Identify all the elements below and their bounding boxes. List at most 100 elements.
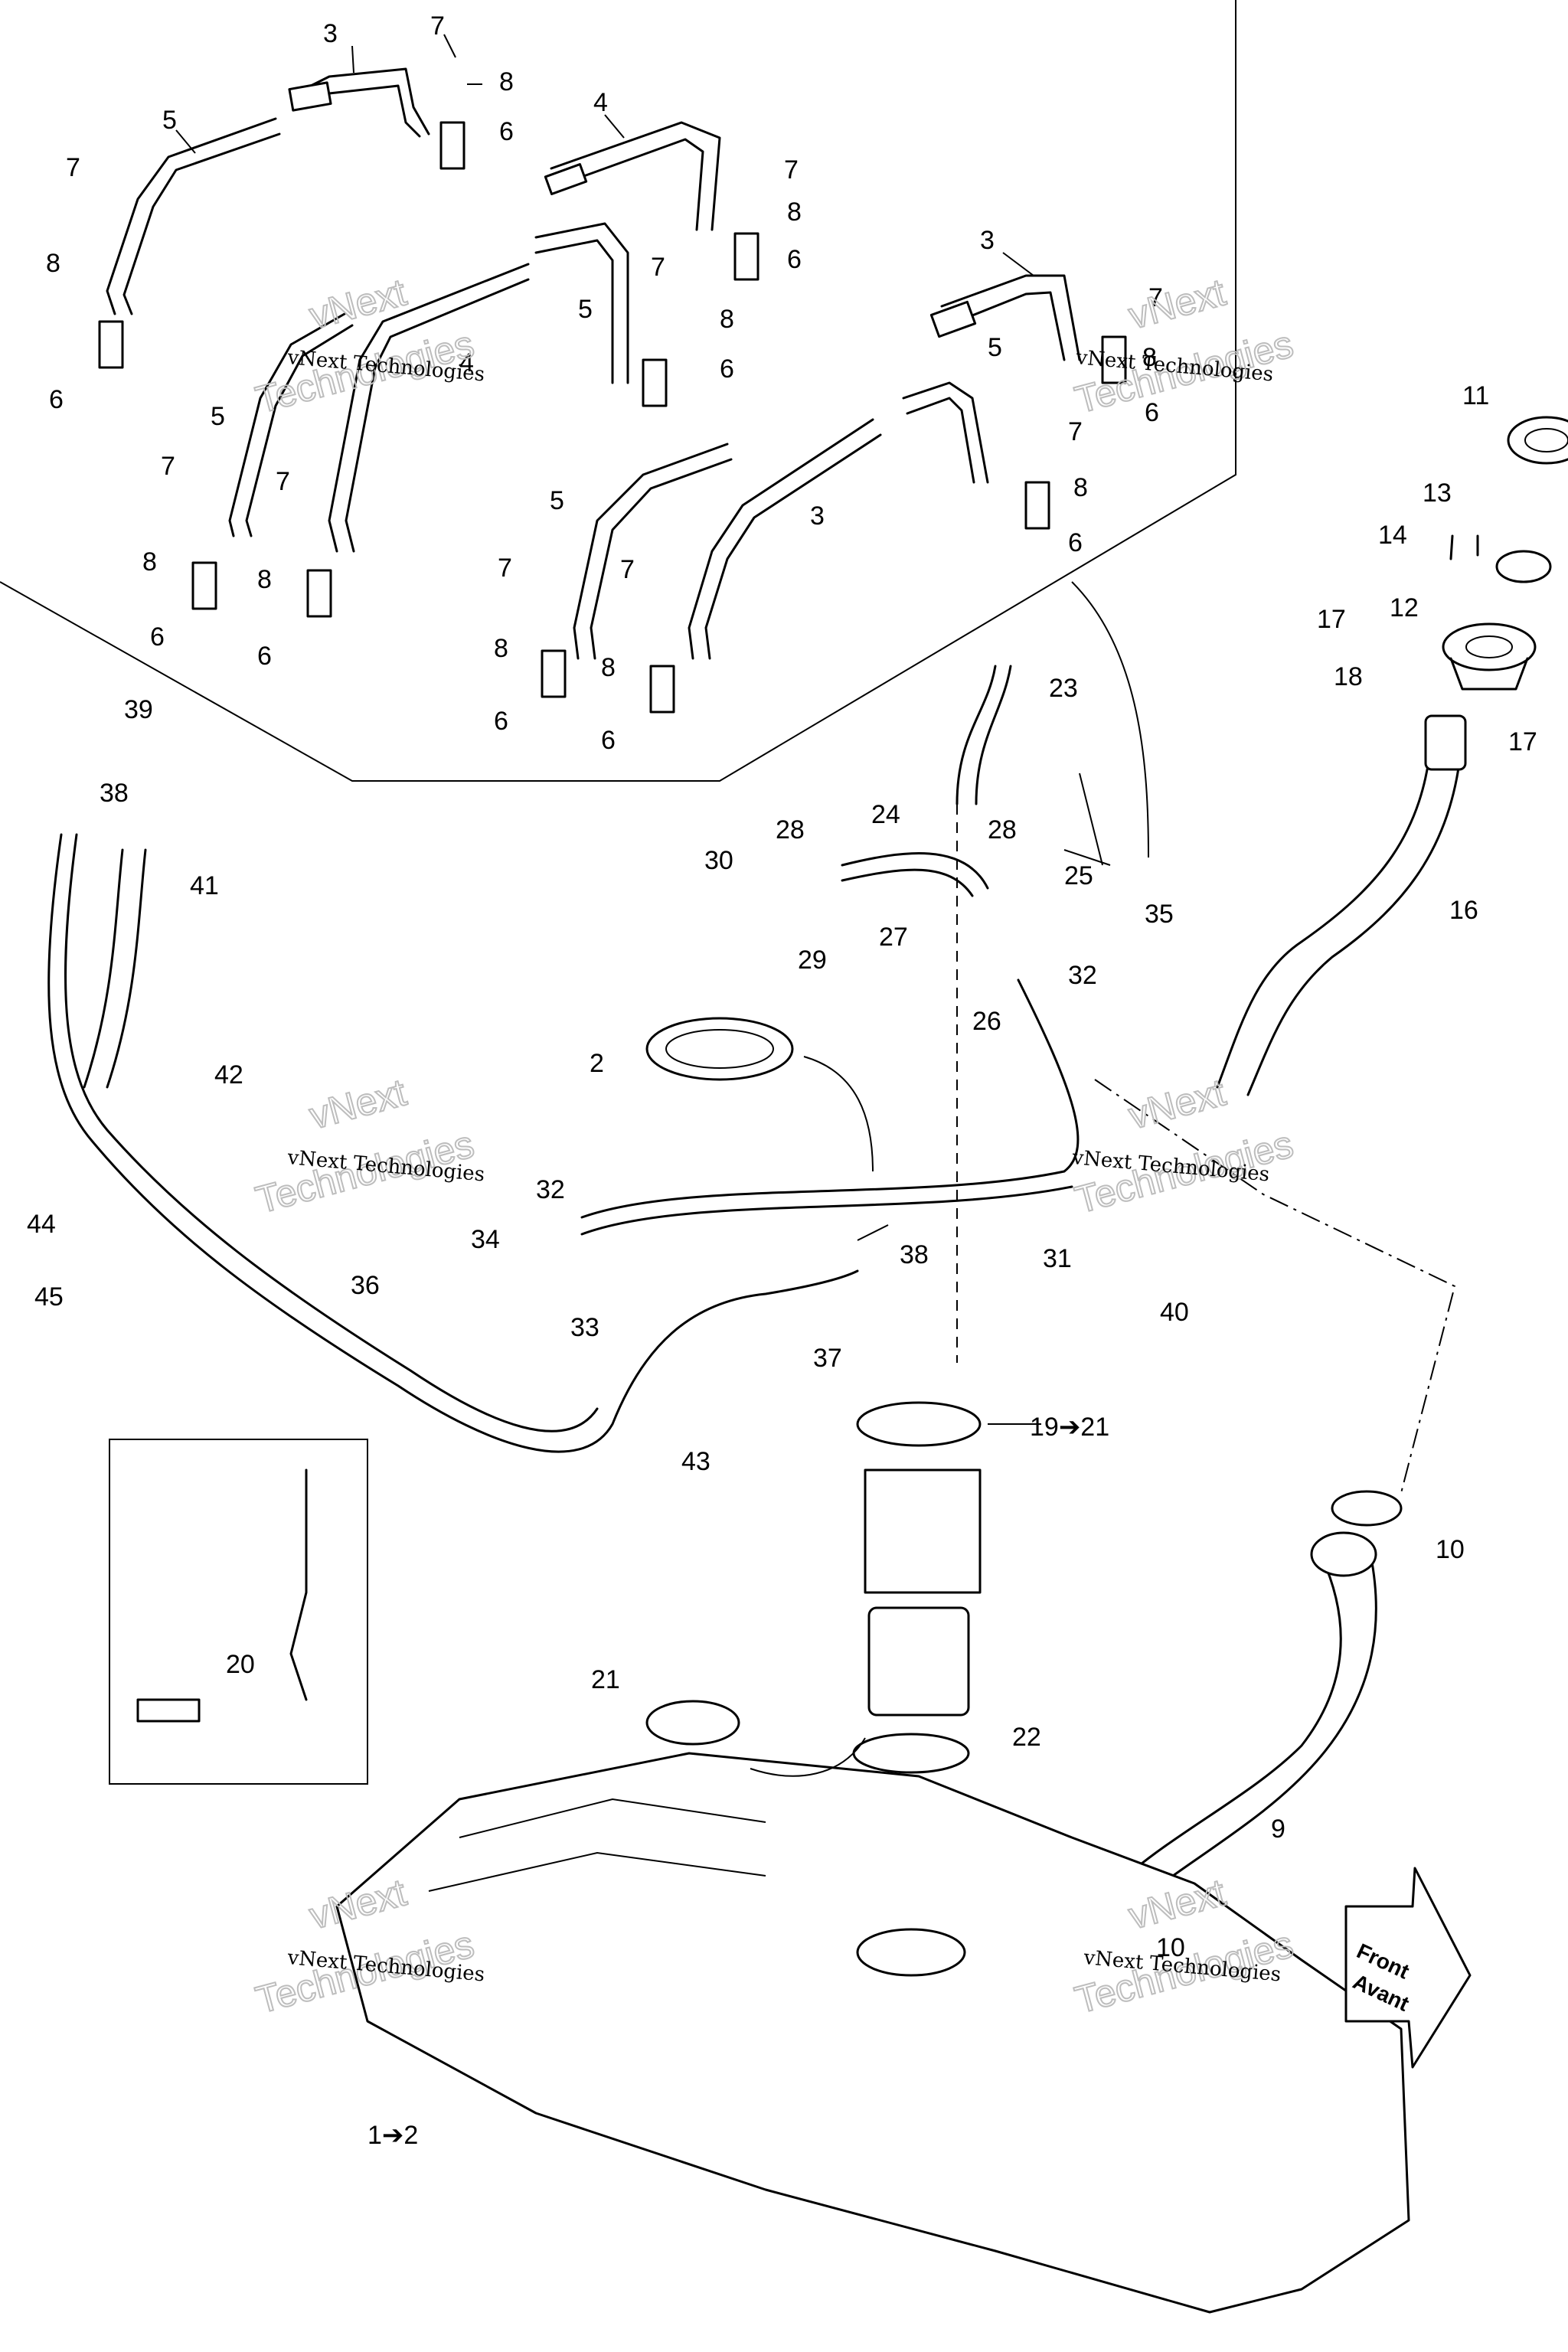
callout-21: 21 (591, 1665, 620, 1694)
callout-8: 8 (499, 67, 514, 96)
fuel-line-part-31 (580, 978, 1080, 1236)
callout-32: 32 (1068, 961, 1097, 990)
callout-5: 5 (211, 402, 225, 431)
callout-5: 5 (578, 295, 593, 324)
strap-part-4-left (328, 263, 530, 553)
strap-part-4-top (544, 121, 721, 231)
callout-6: 6 (150, 622, 165, 652)
callout-7: 7 (498, 554, 512, 583)
clamp-part-10-top (1331, 1490, 1403, 1527)
strap-part-5-right (902, 381, 989, 484)
callout-38: 38 (900, 1240, 929, 1269)
callout-39: 39 (124, 695, 153, 724)
callout-7: 7 (161, 452, 175, 481)
watermark-vnext: vNext (1124, 1070, 1230, 1137)
callout-7: 7 (784, 155, 799, 185)
callout-36: 36 (351, 1271, 380, 1300)
callout-8: 8 (601, 653, 616, 682)
hose-part-27 (841, 852, 989, 897)
callout-8: 8 (787, 198, 802, 227)
callout-8: 8 (46, 249, 60, 278)
callout-19-21: 19➔21 (1030, 1413, 1109, 1442)
callout-8: 8 (720, 305, 734, 334)
callout-4: 4 (593, 88, 608, 117)
callout-27: 27 (879, 923, 908, 952)
callout-10: 10 (1156, 1933, 1185, 1962)
callout-3: 3 (980, 226, 995, 255)
hose-part-41 (83, 848, 147, 1089)
callout-6: 6 (1068, 528, 1083, 557)
seal-part-15 (1495, 550, 1552, 583)
vent-hose-part-23 (956, 665, 1012, 805)
filler-hose-part-16 (1216, 714, 1467, 1096)
callout-18: 18 (1334, 662, 1363, 691)
callout-29: 29 (798, 946, 827, 975)
callout-labels: 1➔2 2 3 3 3 4 4 5 5 5 5 5 6 6 6 6 6 6 6 … (27, 11, 1537, 2150)
callout-8: 8 (1142, 343, 1157, 372)
strap-part-5-center (573, 443, 733, 660)
callout-24: 24 (871, 800, 900, 829)
inset-box-part-20 (109, 1439, 368, 1785)
front-arrow (1344, 1867, 1472, 2069)
callout-8: 8 (494, 634, 508, 663)
callout-12: 12 (1390, 593, 1419, 622)
watermark-vnext: vNext (305, 270, 410, 337)
screws-part-13-14 (1449, 534, 1479, 560)
bracket-set (98, 121, 1127, 714)
strap-part-3-right (929, 274, 1081, 361)
ring-part-2 (645, 1017, 794, 1081)
callout-38: 38 (100, 779, 129, 808)
callout-5: 5 (162, 106, 177, 135)
strap-part-5-left (228, 312, 354, 537)
callout-3: 3 (810, 501, 825, 531)
callout-5: 5 (550, 486, 564, 515)
callout-42: 42 (214, 1060, 243, 1089)
callout-6: 6 (1145, 398, 1159, 427)
callout-30: 30 (704, 846, 733, 875)
callout-4: 4 (459, 348, 474, 377)
callout-3: 3 (323, 19, 338, 48)
callout-7: 7 (430, 11, 445, 41)
callout-28: 28 (988, 815, 1017, 844)
callout-41: 41 (190, 871, 219, 900)
callout-16: 16 (1449, 896, 1478, 925)
callout-31: 31 (1043, 1244, 1072, 1273)
callout-6: 6 (601, 726, 616, 755)
callout-7: 7 (651, 253, 665, 282)
callout-22: 22 (1012, 1723, 1041, 1752)
callout-6: 6 (257, 642, 272, 671)
callout-6: 6 (499, 117, 514, 146)
callout-43: 43 (681, 1447, 710, 1476)
strap-part-5-top-left (106, 117, 281, 315)
callout-25: 25 (1064, 861, 1093, 890)
callout-45: 45 (34, 1282, 64, 1312)
callout-5: 5 (988, 333, 1002, 362)
callout-8: 8 (257, 565, 272, 594)
filler-cap-part-11 (1507, 416, 1568, 465)
strap-part-3-top (288, 67, 430, 138)
watermark-vnext: vNext (1124, 270, 1230, 337)
watermark-group: vNext Technologies vNext Technologies vN… (250, 270, 1298, 2022)
callout-8: 8 (1073, 473, 1088, 502)
callout-7: 7 (276, 467, 290, 496)
callout-6: 6 (787, 245, 802, 274)
callout-40: 40 (1160, 1298, 1189, 1327)
callout-32: 32 (536, 1175, 565, 1204)
callout-7: 7 (620, 555, 635, 584)
strap-group-outline (0, 0, 1236, 782)
callout-6: 6 (720, 354, 734, 384)
callout-28: 28 (776, 815, 805, 844)
callout-7: 7 (1148, 283, 1163, 312)
breather-hose-part-36 (47, 833, 859, 1453)
assembly-arrows (750, 581, 1456, 1777)
callout-2: 2 (590, 1049, 604, 1078)
callout-37: 37 (813, 1344, 842, 1373)
callout-34: 34 (471, 1225, 500, 1254)
callout-26: 26 (972, 1007, 1001, 1036)
callout-9: 9 (1271, 1815, 1285, 1844)
callout-44: 44 (27, 1210, 56, 1239)
callout-13: 13 (1423, 479, 1452, 508)
callout-8: 8 (142, 547, 157, 577)
fuel-tank-part-1 (335, 1752, 1410, 2314)
